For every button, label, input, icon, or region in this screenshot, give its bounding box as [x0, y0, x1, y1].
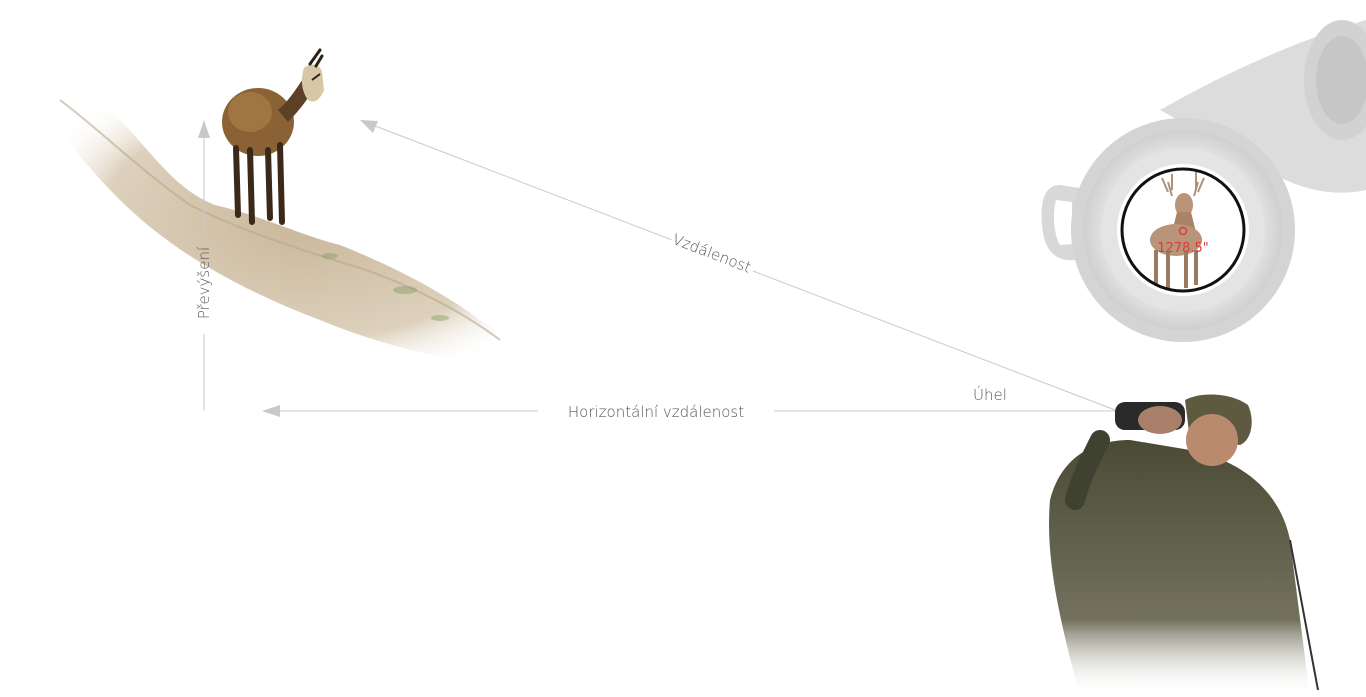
distance-readout: 1278.5" — [1157, 241, 1208, 256]
angle-label: Úhel — [973, 385, 1007, 404]
elevation-label: Převýšení — [195, 246, 213, 319]
horizontal-distance-label: Horizontální vzdálenost — [568, 403, 744, 421]
horizontal-arrowhead-icon — [262, 405, 280, 417]
hunter-image — [1049, 395, 1318, 697]
distance-label-text: Vzdálenost — [670, 230, 754, 276]
elevation-arrowhead-icon — [198, 120, 210, 138]
chamois-image — [222, 50, 324, 222]
distance-arrowhead-icon — [360, 120, 378, 133]
